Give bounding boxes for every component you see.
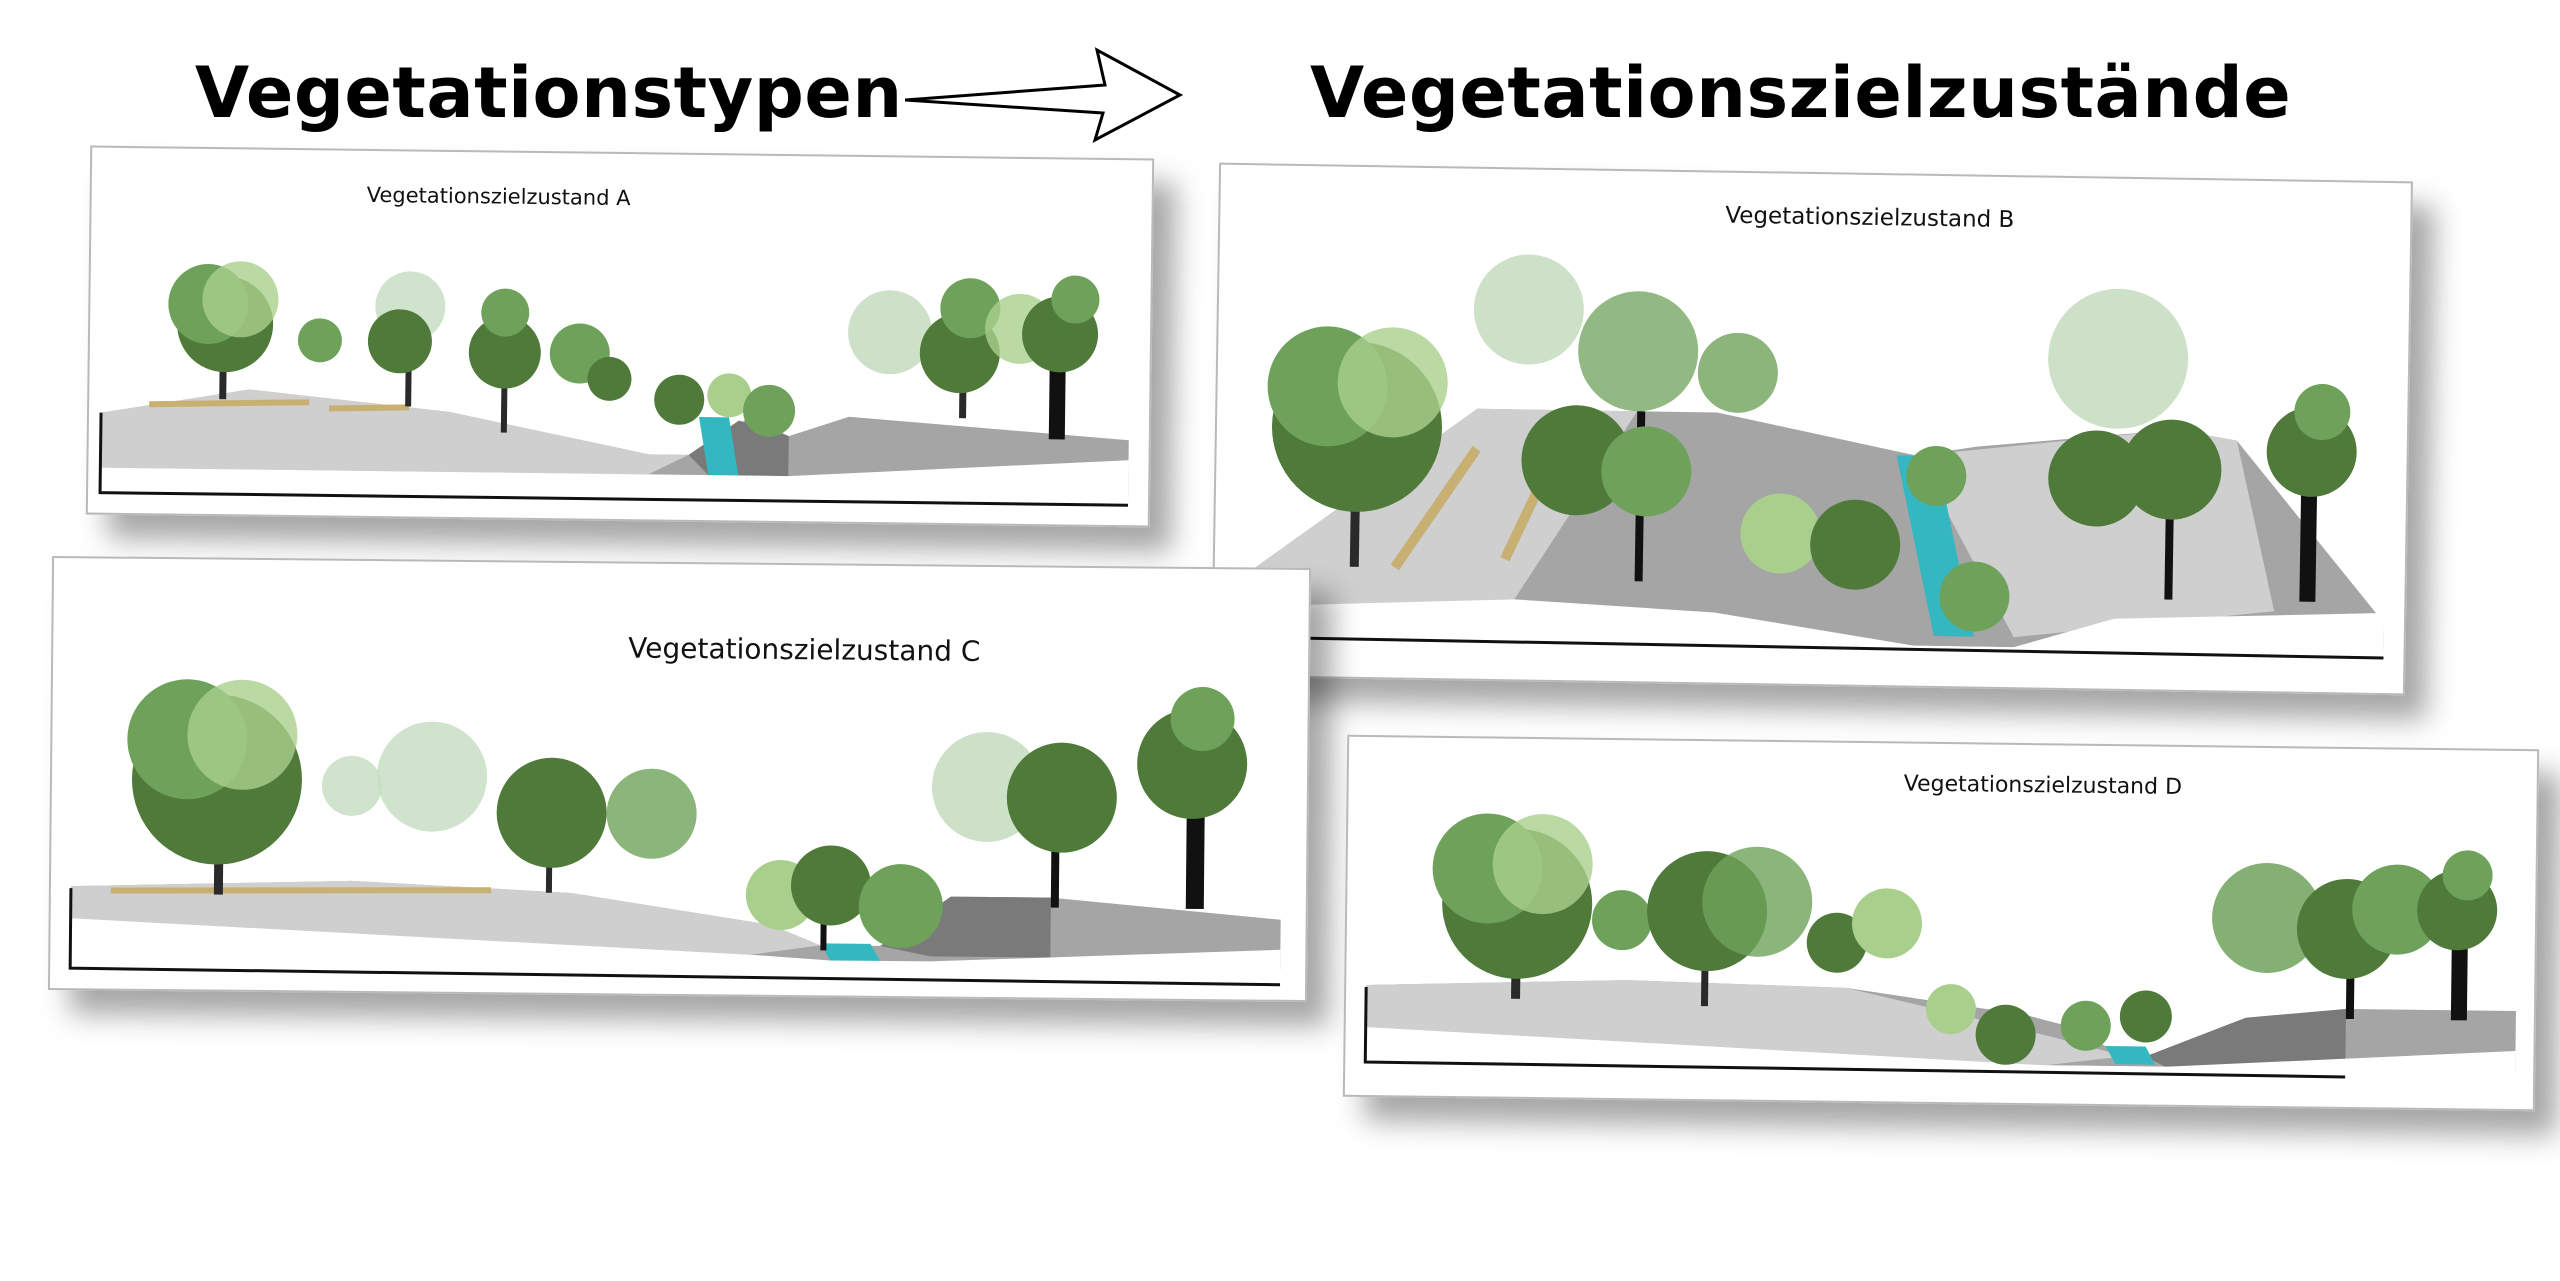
panel-vegetationszielzustand-d: Vegetationszielzustand D [1342, 734, 2540, 1112]
arrow-right-outline-icon [905, 47, 1184, 143]
panel-vegetationszielzustand-a: Vegetationszielzustand A [85, 145, 1155, 528]
panel-vegetationszielzustand-c: Vegetationszielzustand C [47, 555, 1312, 1003]
heading-vegetationstypen: Vegetationstypen [195, 52, 903, 134]
panel-label: Vegetationszielzustand B [1725, 202, 2015, 234]
heading-vegetationszielzustaende: Vegetationszielzustände [1310, 52, 2292, 134]
section-illustration-b [1243, 254, 2385, 684]
panel-label: Vegetationszielzustand A [366, 182, 631, 211]
panel-label: Vegetationszielzustand C [628, 631, 981, 668]
section-illustration-a [98, 261, 1129, 507]
section-illustration-c [68, 679, 1281, 987]
panel-vegetationszielzustand-b: Vegetationszielzustand B [1211, 162, 2413, 696]
panel-label: Vegetationszielzustand D [1903, 771, 2183, 800]
section-illustration-d [1363, 813, 2516, 1087]
